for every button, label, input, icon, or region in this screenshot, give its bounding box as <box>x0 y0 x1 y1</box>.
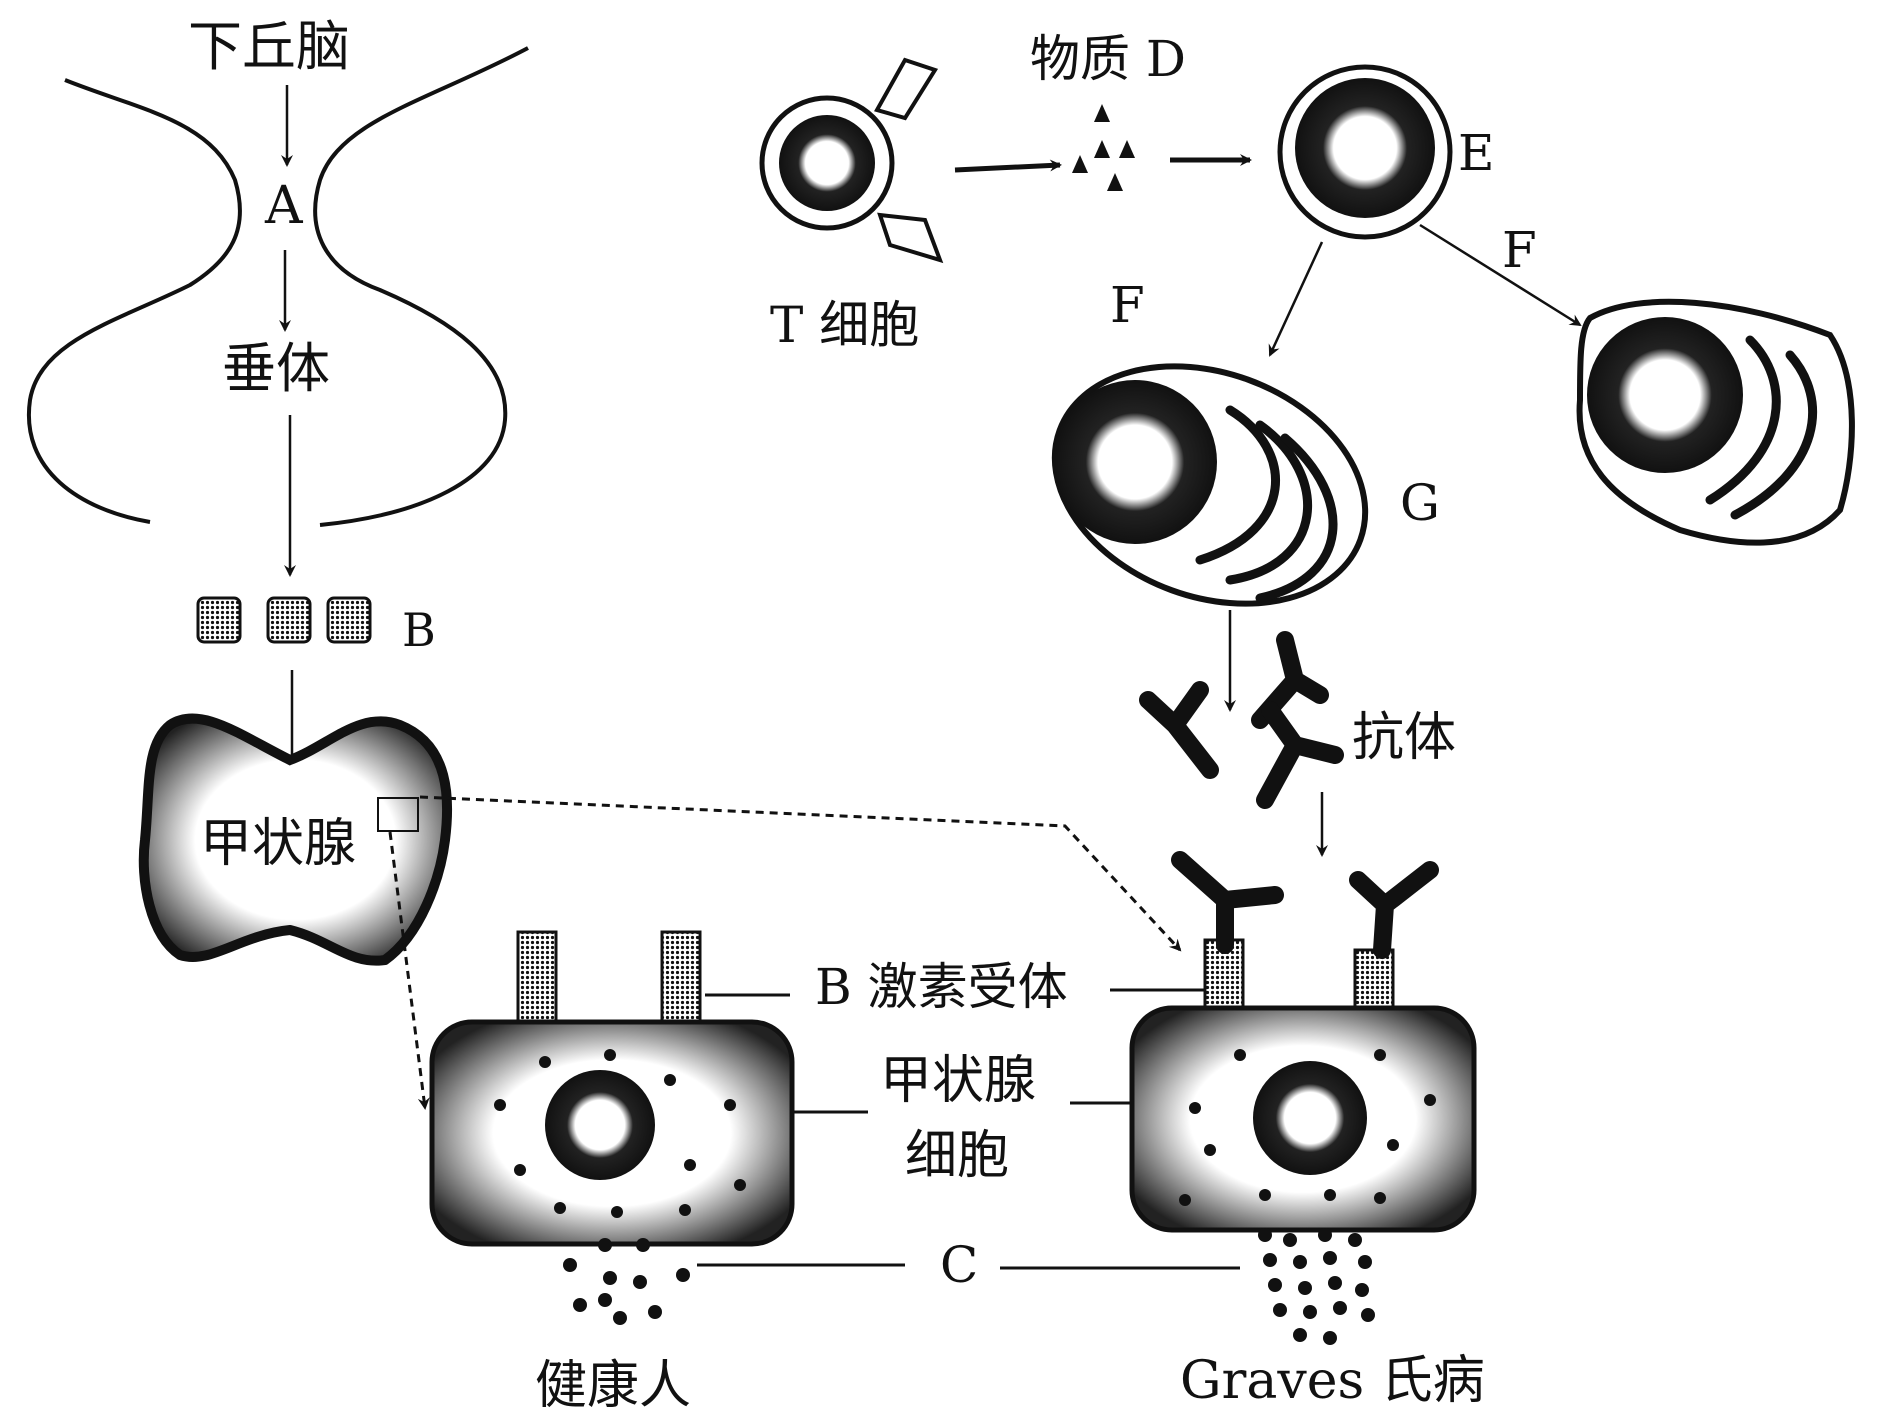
label-hypothalamus: 下丘脑 <box>188 15 350 78</box>
hormone-B-molecules <box>196 596 372 644</box>
pituitary-outline-right <box>313 46 529 527</box>
label-healthy-person: 健康人 <box>535 1356 692 1416</box>
label-E: E <box>1458 124 1495 182</box>
label-substance-d: 物质 D <box>1030 30 1186 88</box>
thyroid-gland <box>138 713 453 966</box>
label-t-cell: T 细胞 <box>770 296 920 354</box>
label-b-hormone-receptor: B 激素受体 <box>815 958 1068 1016</box>
arrow-tcell-to-D <box>954 159 1062 173</box>
arrow-E-to-G <box>1268 241 1324 357</box>
pituitary-outline <box>26 78 242 524</box>
substance-D-particles <box>1072 104 1135 191</box>
label-F-right: F <box>1502 221 1537 279</box>
label-F-left: F <box>1110 276 1145 334</box>
label-B: B <box>402 603 436 657</box>
label-thyroid-cell-line2: 细胞 <box>905 1126 1010 1186</box>
arrow-E-to-memory <box>1419 223 1582 327</box>
t-cell <box>759 57 944 264</box>
label-pituitary: 垂体 <box>222 337 330 400</box>
thyroid-zoom-box <box>377 797 419 832</box>
dashed-line-to-graves <box>419 795 1182 952</box>
label-G: G <box>1400 474 1440 532</box>
label-graves-disease: Graves 氏病 <box>1180 1351 1485 1411</box>
memory-cell <box>1576 298 1855 546</box>
cell-E <box>1277 64 1453 240</box>
label-thyroid: 甲状腺 <box>200 814 357 874</box>
antibody-molecules <box>1139 631 1344 809</box>
label-C: C <box>940 1236 979 1294</box>
dashed-line-to-healthy <box>388 831 430 1110</box>
healthy-thyroid-cell <box>429 930 795 1325</box>
label-A: A <box>265 176 303 236</box>
hormone-C-healthy <box>563 1238 690 1325</box>
label-antibody: 抗体 <box>1352 708 1457 768</box>
graves-thyroid-cell <box>1129 851 1477 1345</box>
hormone-C-graves <box>1258 1228 1375 1345</box>
cell-G-plasma <box>1051 363 1369 607</box>
label-thyroid-cell-line1: 甲状腺 <box>880 1051 1037 1111</box>
